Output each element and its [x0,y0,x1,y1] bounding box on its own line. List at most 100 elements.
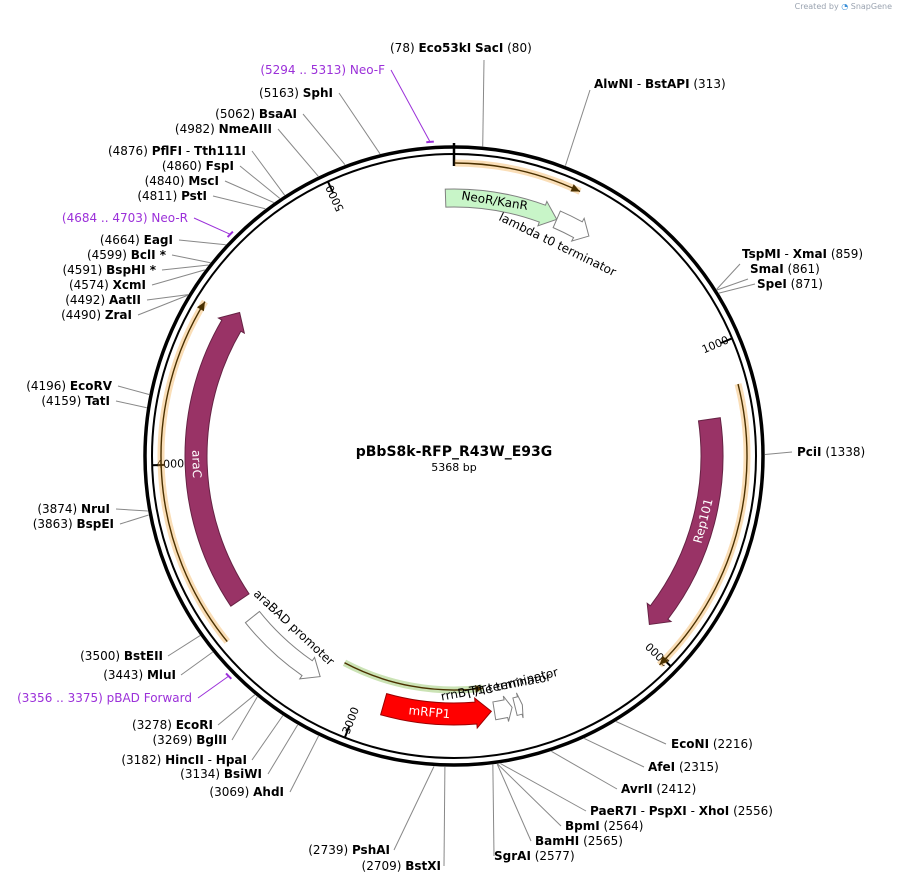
orf-arrowhead [475,685,483,693]
restriction-site-label[interactable]: (2709) BstXI [362,859,441,873]
enzyme-name: TatI [85,394,110,408]
restriction-site-label[interactable]: (5163) SphI [259,86,333,100]
restriction-site-label[interactable]: (3874) NruI [37,502,110,516]
restriction-site-label[interactable]: (4876) PflFI - Tth111I [108,144,246,158]
orf-arrowhead [196,301,205,312]
enzyme-name: XhoI [699,804,730,818]
restriction-site-label[interactable]: BpmI (2564) [565,819,643,833]
restriction-sites: (78) Eco53kI SacI (80) AlwNI - BstAPI (31… [26,41,865,873]
site-position: (871) [787,277,823,291]
snapgene-logo-icon: ◔ [841,2,849,11]
site-leader-line [231,696,258,741]
orf-line [658,383,748,666]
site-position: (2216) [709,737,753,751]
restriction-site-label[interactable]: (3069) AhdI [209,785,284,799]
feature-rep101[interactable] [646,417,724,626]
restriction-site-label[interactable]: (3134) BsiWI [180,767,262,781]
primer-label[interactable]: (4684 .. 4703) Neo-R [62,211,188,225]
site-position: - [637,804,649,818]
enzyme-name: BspEI [76,517,114,531]
restriction-site-label[interactable]: BamHI (2565) [535,834,623,848]
restriction-site-label[interactable]: EcoNI (2216) [671,737,753,751]
tick-mark [720,337,733,344]
enzyme-name: XcmI [113,278,146,292]
restriction-site-label[interactable]: (3269) BglII [153,733,228,747]
enzyme-name: XmaI [793,247,827,261]
enzyme-name: EcoRI [176,718,213,732]
site-leader-line [564,89,591,166]
tick-mark [326,181,334,193]
restriction-site-label[interactable]: (4591) BspHI * [62,263,156,277]
enzyme-name: BspHI [106,263,145,277]
restriction-site-label[interactable]: SgrAI (2577) [494,849,575,863]
restriction-site-label[interactable]: (3443) MluI [103,668,176,682]
feature-arac[interactable] [184,311,250,607]
restriction-site-label[interactable]: AfeI (2315) [648,760,719,774]
feature-t7te-terminator[interactable] [512,692,524,719]
restriction-site-label[interactable]: SmaI (861) [750,262,820,276]
site-position: (4492) [65,293,109,307]
restriction-site-label[interactable]: TspMI - XmaI (859) [742,247,863,261]
feature-rrnb-t1-terminator[interactable] [492,695,513,722]
restriction-site-label[interactable]: (4492) AatII [65,293,141,307]
enzyme-name: AfeI [648,760,675,774]
site-leader-line [482,59,485,147]
restriction-site-label[interactable]: (4159) TatI [41,394,110,408]
enzyme-name: EagI [144,233,173,247]
site-leader-line [212,195,266,210]
site-leader-line [443,766,446,867]
restriction-site-label[interactable]: (4840) MscI [145,174,219,188]
restriction-site-label[interactable]: PciI (1338) [797,445,865,459]
site-leader-line [289,735,319,793]
restriction-site-label[interactable]: PaeR7I - PspXI - XhoI (2556) [590,804,773,818]
orf-arrowhead [659,655,669,665]
enzyme-name: PspXI [649,804,687,818]
feature-neor-kanr[interactable] [444,188,558,227]
restriction-site-label[interactable]: (4574) XcmI [69,278,146,292]
restriction-site-label[interactable]: (4490) ZraI [61,308,132,322]
restriction-site-label[interactable]: (2739) PshAI [308,843,390,857]
orf-line [344,662,483,691]
site-position: (3182) [121,753,165,767]
feature-mrfp1[interactable] [380,693,493,730]
restriction-site-label[interactable]: (4196) EcoRV [26,379,113,393]
feature-arabad-promoter[interactable] [244,610,321,680]
enzyme-name: BamHI [535,834,579,848]
restriction-site-label[interactable]: (4664) EagI [100,233,173,247]
restriction-site-label[interactable]: (78) Eco53kI SacI (80) [390,41,532,55]
restriction-site-label[interactable]: (3182) HincII - HpaI [121,753,247,767]
primer-leader-line [197,675,229,699]
site-leader-line [302,113,346,166]
restriction-site-label[interactable]: (4860) FspI [162,159,234,173]
site-position: (2709) [362,859,406,873]
site-leader-line [171,254,211,264]
restriction-site-label[interactable]: (4811) PstI [137,189,207,203]
enzyme-name: MscI [188,174,219,188]
restriction-site-label[interactable]: SpeI (871) [757,277,823,291]
restriction-site-label[interactable]: (3863) BspEI [33,517,114,531]
primer-label[interactable]: (3356 .. 3375) pBAD Forward [17,691,192,705]
primer-leader-line [193,217,231,235]
feature-lambda-t0-terminator[interactable] [552,210,590,242]
enzyme-name: BpmI [565,819,600,833]
restriction-site-label[interactable]: (3278) EcoRI [132,718,213,732]
restriction-site-label[interactable]: (3500) BstEII [80,649,163,663]
site-leader-line [716,263,741,290]
restriction-site-label[interactable]: (5062) BsaAI [215,107,297,121]
site-position: (4664) [100,233,144,247]
restriction-site-label[interactable]: (4599) BclI * [87,248,167,262]
enzyme-name: EcoNI [671,737,709,751]
site-leader-line [764,451,793,456]
enzyme-name: AatII [109,293,141,307]
orf-line [160,301,228,643]
restriction-site-label[interactable]: (4982) NmeAIII [175,122,272,136]
site-position: (3500) [80,649,124,663]
restriction-site-label[interactable]: AlwNI - BstAPI (313) [594,77,726,91]
primer-label[interactable]: (5294 .. 5313) Neo-F [260,63,385,77]
site-position: (859) [827,247,863,261]
restriction-site-label[interactable]: AvrII (2412) [621,782,696,796]
enzyme-name: SgrAI [494,849,531,863]
site-position: (4574) [69,278,113,292]
enzyme-name: SphI [303,86,333,100]
enzyme-name: NmeAIII [219,122,272,136]
